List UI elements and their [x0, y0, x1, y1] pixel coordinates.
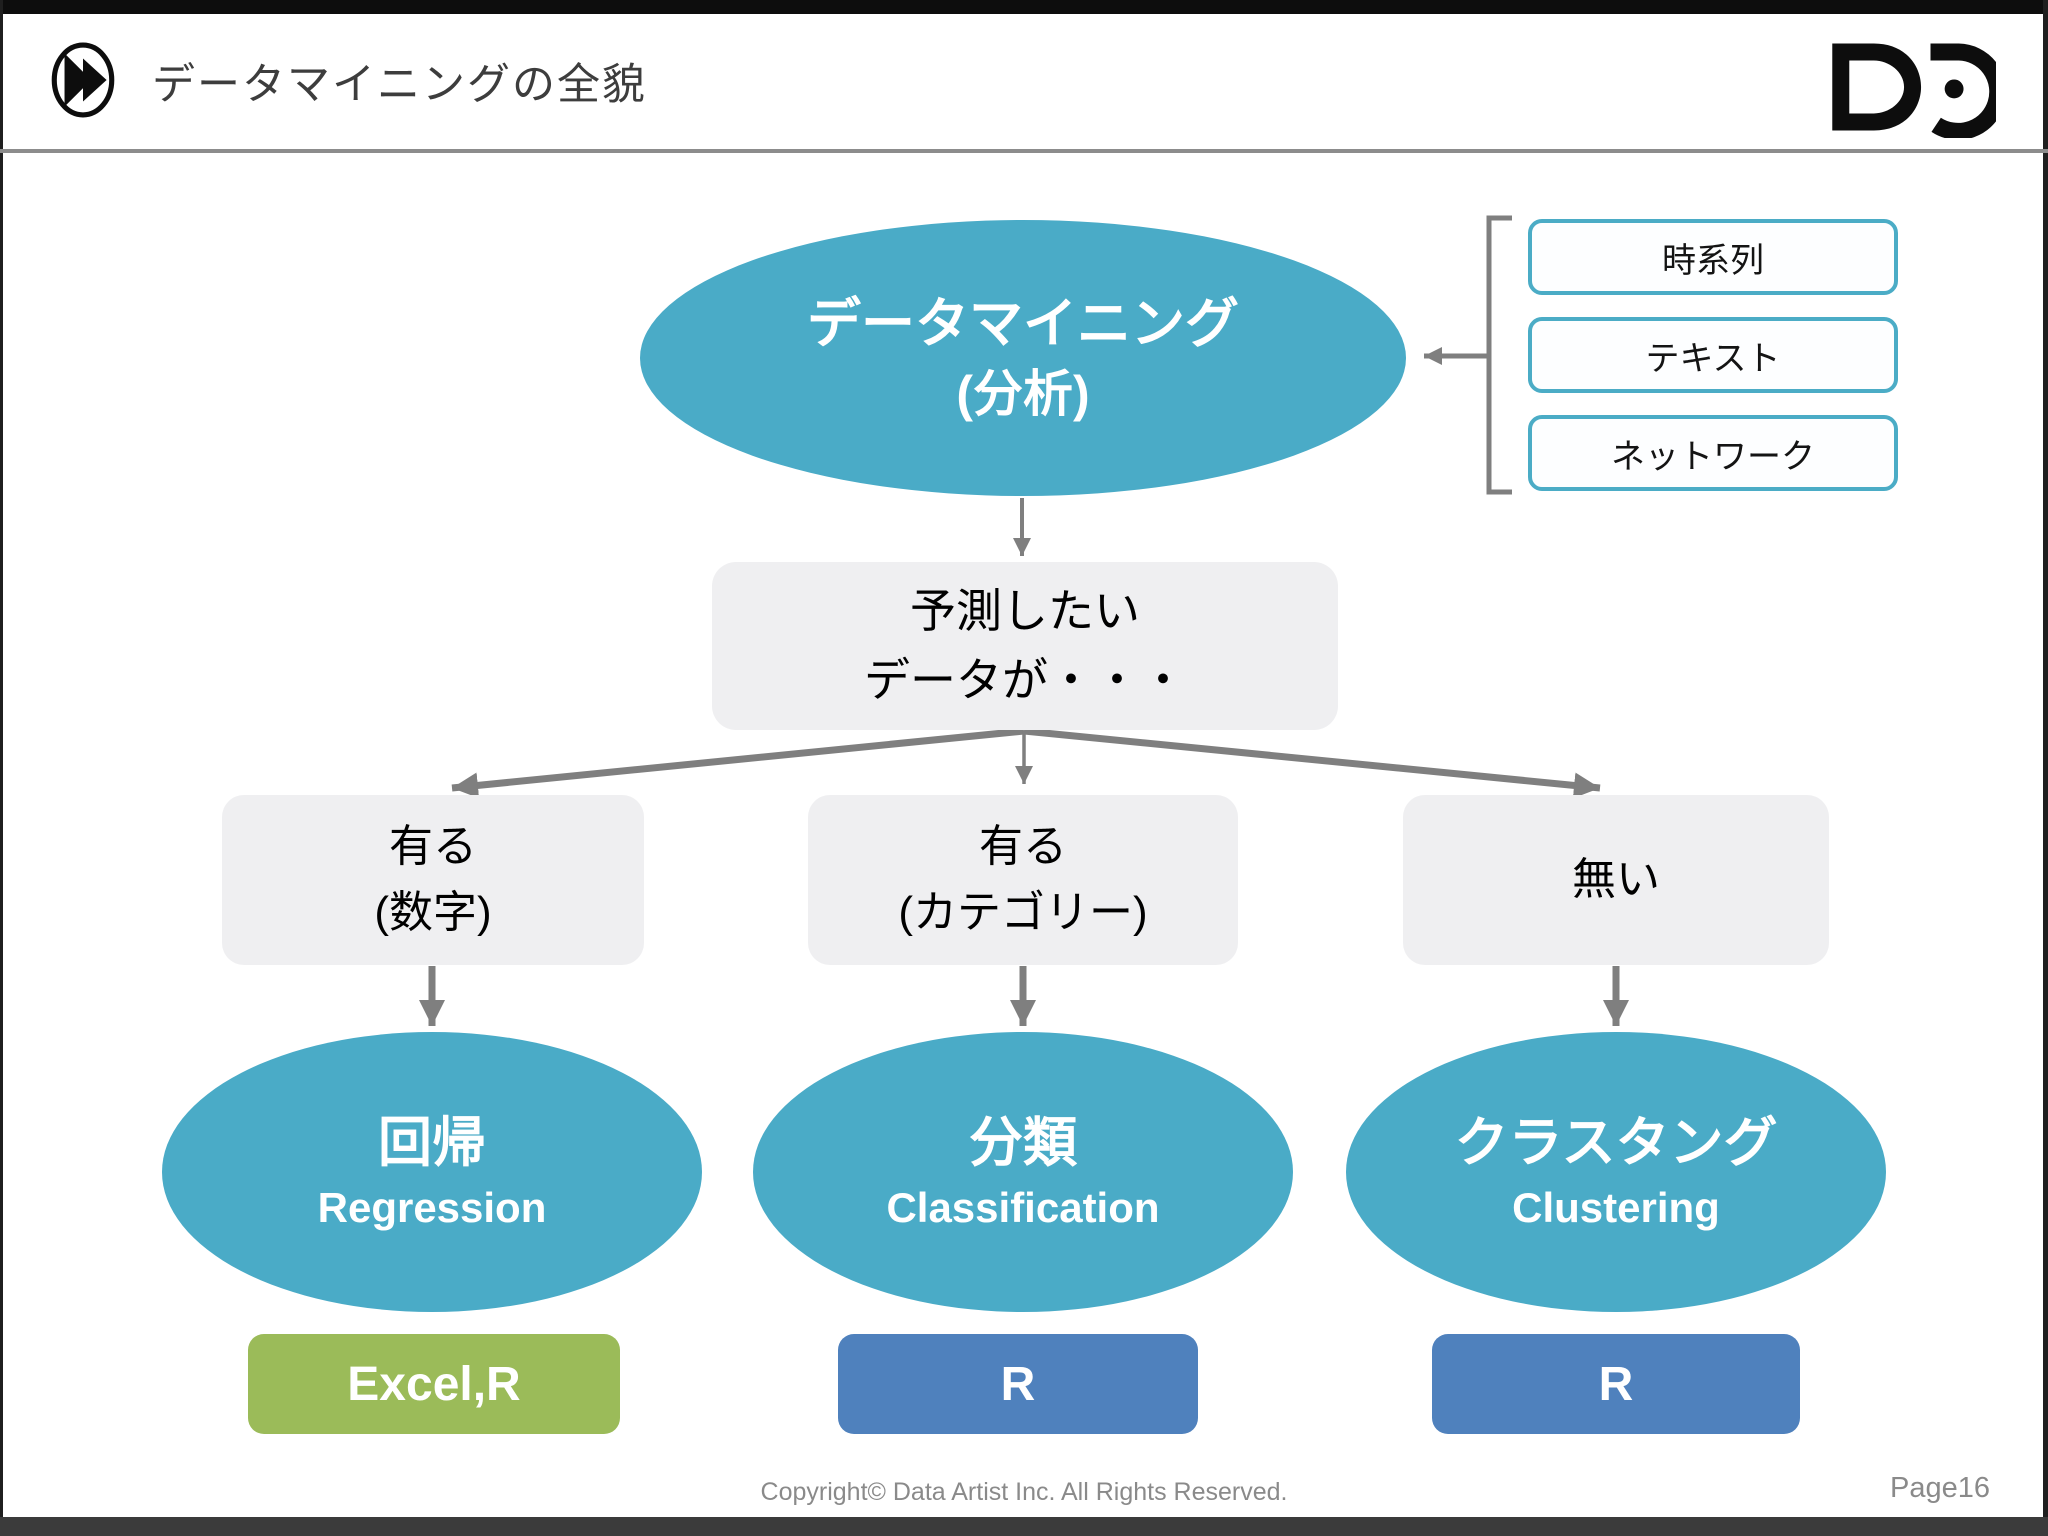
box-condition-numeric: 有る (数字) — [222, 795, 644, 965]
box-condition-category-line2: (カテゴリー) — [898, 888, 1148, 937]
node-classification-en: Classification — [886, 1184, 1160, 1232]
box-network-label: ネットワーク — [1611, 437, 1815, 476]
left-border — [0, 0, 3, 1536]
page-title: データマイニングの全貌 — [152, 61, 647, 109]
box-question-line1: 予測したい — [910, 585, 1140, 637]
node-regression-en: Regression — [317, 1184, 547, 1232]
data-artist-logo — [1832, 43, 1996, 138]
node-regression: 回帰 Regression — [162, 1032, 702, 1312]
box-time-series-label: 時系列 — [1662, 241, 1764, 280]
chip-tool-excel-r: Excel,R — [248, 1334, 620, 1434]
box-network: ネットワーク — [1528, 415, 1898, 491]
chip-tool-excel-r-label: Excel,R — [347, 1357, 521, 1411]
node-data-mining-line2: (分析) — [956, 365, 1090, 422]
box-condition-none-line1: 無い — [1572, 855, 1660, 904]
box-time-series: 時系列 — [1528, 219, 1898, 295]
box-condition-none: 無い — [1403, 795, 1829, 965]
box-condition-category: 有る (カテゴリー) — [808, 795, 1238, 965]
node-data-mining: データマイニング (分析) — [640, 220, 1406, 496]
box-condition-numeric-line2: (数字) — [374, 888, 492, 937]
chip-tool-r-clustering: R — [1432, 1334, 1800, 1434]
right-border — [2043, 0, 2048, 1536]
node-clustering: クラスタング Clustering — [1346, 1032, 1886, 1312]
chip-tool-r-classification: R — [838, 1334, 1198, 1434]
node-classification-ja: 分類 — [969, 1113, 1077, 1174]
box-condition-numeric-line1: 有る — [389, 822, 477, 871]
page-number: Page16 — [1890, 1472, 1990, 1504]
box-text: テキスト — [1528, 317, 1898, 393]
chip-tool-r-clustering-label: R — [1598, 1357, 1634, 1411]
node-clustering-ja: クラスタング — [1454, 1113, 1778, 1174]
node-clustering-en: Clustering — [1512, 1184, 1720, 1232]
box-question-line2: データが・・・ — [864, 654, 1186, 706]
node-data-mining-line1: データマイニング — [807, 294, 1239, 355]
chip-tool-r-classification-label: R — [1000, 1357, 1036, 1411]
copyright-text: Copyright© Data Artist Inc. All Rights R… — [760, 1478, 1288, 1506]
header-divider — [0, 149, 2048, 153]
box-condition-category-line1: 有る — [979, 822, 1067, 871]
box-question: 予測したい データが・・・ — [712, 562, 1338, 730]
forward-icon — [51, 42, 115, 118]
top-border-bar — [0, 0, 2048, 14]
node-classification: 分類 Classification — [753, 1032, 1293, 1312]
box-text-label: テキスト — [1645, 339, 1781, 378]
node-regression-ja: 回帰 — [378, 1113, 486, 1174]
bottom-border-bar — [0, 1517, 2048, 1536]
